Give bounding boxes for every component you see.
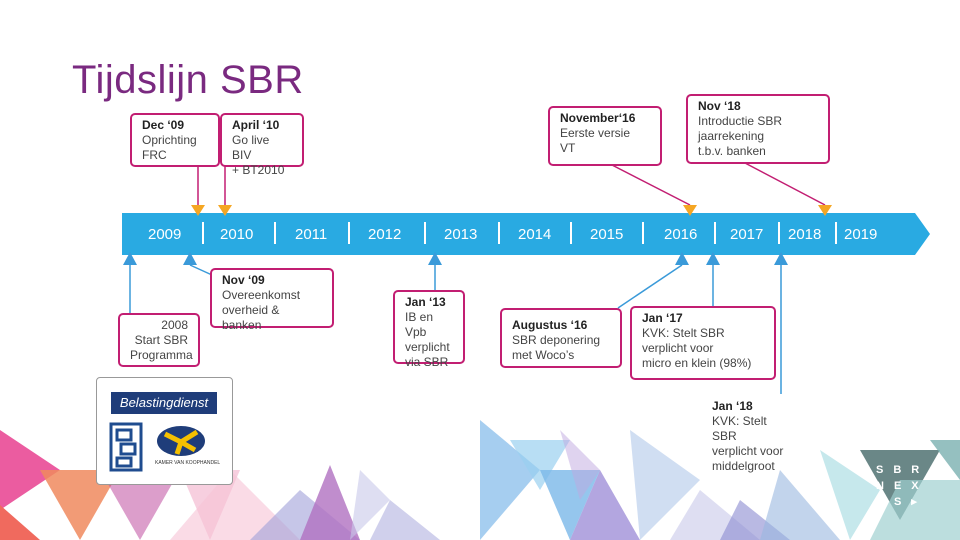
event-text: middelgroot <box>712 459 775 473</box>
event-text: verplicht voor <box>642 341 714 355</box>
partner-logos: Belastingdienst KAMER VAN KOOPHANDEL <box>96 377 233 485</box>
kvk-logo <box>157 426 205 456</box>
year-separator <box>642 222 644 244</box>
year-label: 2009 <box>148 226 182 243</box>
event-text: Eerste versie <box>560 126 631 140</box>
arrow-up-marker <box>706 252 720 265</box>
event-text: FRC <box>142 148 167 162</box>
year-separator <box>498 222 500 244</box>
event-text: SBR deponering <box>512 333 601 347</box>
event-heading: April ‘10 <box>232 118 280 132</box>
year-label: 2017 <box>730 226 764 243</box>
event-heading: Jan ‘13 <box>405 295 446 309</box>
belastingdienst-logo: Belastingdienst <box>111 392 217 414</box>
year-label: 2016 <box>664 226 698 243</box>
arrow-down-marker <box>191 205 205 216</box>
year-separator <box>202 222 204 244</box>
event-text: + BT2010 <box>232 163 285 177</box>
event-box-dec-09: Dec ‘09 Oprichting FRC <box>130 113 220 167</box>
year-label: 2014 <box>518 226 552 243</box>
year-label: 2015 <box>590 226 624 243</box>
arrow-up-marker <box>183 252 197 265</box>
kvk-text: KAMER VAN KOOPHANDEL <box>155 460 221 466</box>
event-text: Go live BIV <box>232 133 270 162</box>
year-separator <box>714 222 716 244</box>
event-text: KVK: Stelt SBR <box>712 414 767 443</box>
event-heading: Dec ‘09 <box>142 118 185 132</box>
event-text: Introductie SBR <box>698 114 783 128</box>
event-box-november-16: November‘16 Eerste versie VT <box>548 106 662 166</box>
event-box-jan-13: Jan ‘13 IB en Vpb verplicht via SBR <box>393 290 465 369</box>
event-heading: November‘16 <box>560 111 636 125</box>
event-text: micro en klein (98%) <box>642 356 752 370</box>
arrow-down-marker <box>818 205 832 216</box>
year-separator <box>570 222 572 244</box>
event-text: KVK: Stelt SBR <box>642 326 725 340</box>
event-text: met Woco’s <box>512 348 575 362</box>
event-text: VT <box>560 141 576 155</box>
event-text: jaarrekening <box>698 129 765 143</box>
event-heading: Augustus ‘16 <box>512 318 588 332</box>
event-text: t.b.v. banken <box>698 144 766 158</box>
event-box-jan-17: Jan ‘17 KVK: Stelt SBR verplicht voor mi… <box>630 306 776 380</box>
page-title: Tijdslijn SBR <box>72 58 304 102</box>
event-text: Programma <box>130 348 193 362</box>
event-heading: Jan ‘18 <box>712 399 753 413</box>
arrow-up-marker <box>428 252 442 265</box>
event-text: via SBR <box>405 355 449 369</box>
year-label: 2011 <box>295 226 328 243</box>
year-label: 2018 <box>788 226 822 243</box>
event-text: Overeenkomst <box>222 288 301 302</box>
event-heading: Jan ‘17 <box>642 311 683 325</box>
event-text: verplicht <box>405 340 450 354</box>
event-box-april-10: April ‘10 Go live BIV + BT2010 <box>220 113 304 177</box>
arrow-down-marker <box>218 205 232 216</box>
year-separator <box>835 222 837 244</box>
timeline-arrow <box>122 213 930 255</box>
arrow-down-marker <box>683 205 697 216</box>
arrow-up-marker <box>123 252 137 265</box>
year-label: 2019 <box>844 226 878 243</box>
event-text: Start SBR <box>134 333 188 347</box>
year-separator <box>778 222 780 244</box>
year-separator <box>348 222 350 244</box>
event-box-jan-18: Jan ‘18 KVK: Stelt SBR verplicht voor mi… <box>700 394 800 473</box>
event-box-augustus-16: Augustus ‘16 SBR deponering met Woco’s <box>500 308 622 368</box>
event-text: overheid & banken <box>222 303 280 332</box>
event-box-2008: 2008 Start SBR Programma <box>118 313 200 367</box>
year-separator <box>424 222 426 244</box>
event-box-nov-09: Nov ‘09 Overeenkomst overheid & banken <box>210 268 334 332</box>
year-label: 2010 <box>220 226 254 243</box>
sbr-nexus-logo: SBR NEX US▸ <box>876 464 930 508</box>
year-label: 2013 <box>444 226 478 243</box>
cbs-logo <box>109 422 143 472</box>
event-heading: 2008 <box>161 318 188 332</box>
event-heading: Nov ‘18 <box>698 99 741 113</box>
arrow-up-marker <box>675 252 689 265</box>
event-heading: Nov ‘09 <box>222 273 265 287</box>
event-box-nov-18: Nov ‘18 Introductie SBR jaarrekening t.b… <box>686 94 830 164</box>
arrow-up-marker <box>774 252 788 265</box>
event-text: Oprichting <box>142 133 197 147</box>
year-label: 2012 <box>368 226 402 243</box>
year-separator <box>274 222 276 244</box>
event-text: IB en Vpb <box>405 310 434 339</box>
event-text: verplicht voor <box>712 444 784 458</box>
